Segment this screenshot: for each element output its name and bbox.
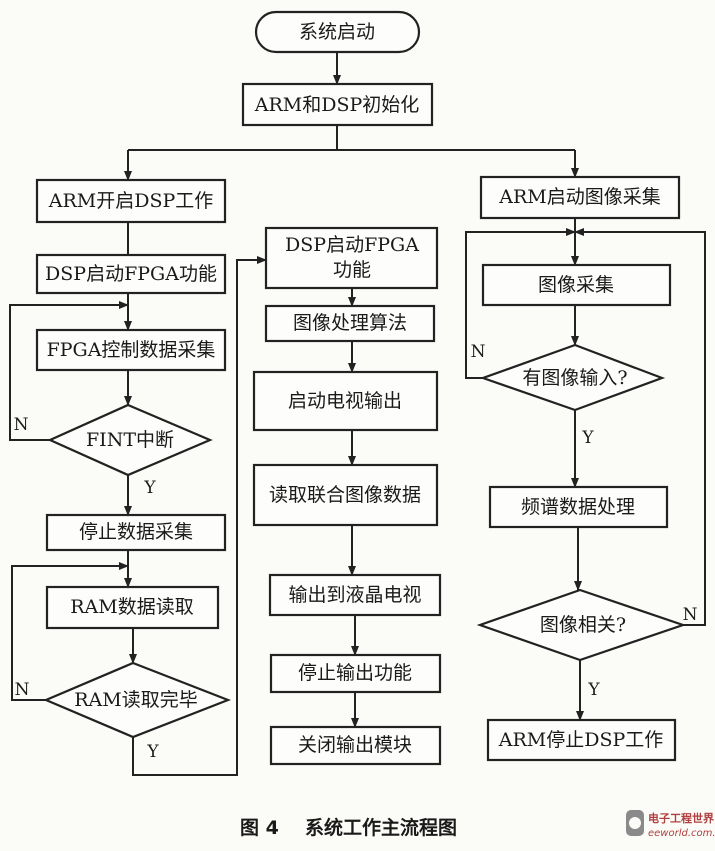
svg-text:ARM停止DSP工作: ARM停止DSP工作	[498, 729, 664, 751]
ram-done-decision: RAM读取完毕	[43, 661, 232, 739]
svg-text:电子工程世界: 电子工程世界	[648, 811, 714, 825]
dsp-start-fpga-mid-box: DSP启动FPGA 功能	[264, 226, 439, 290]
stop-acquisition-box: 停止数据采集	[45, 513, 227, 552]
svg-text:有图像输入?: 有图像输入?	[522, 367, 627, 389]
corr-no-label: N	[683, 605, 698, 625]
image-input-decision: 有图像输入?	[479, 343, 666, 412]
init-label: ARM和DSP初始化	[254, 94, 420, 116]
output-lcd-box: 输出到液晶电视	[268, 573, 442, 617]
svg-text:FINT中断: FINT中断	[86, 429, 174, 451]
connectors	[9, 52, 706, 776]
svg-text:停止数据采集: 停止数据采集	[79, 521, 193, 543]
svg-text:读取联合图像数据: 读取联合图像数据	[269, 484, 421, 506]
close-output-box: 关闭输出模块	[269, 725, 442, 766]
svg-text:功能: 功能	[333, 259, 371, 281]
read-joint-image-box: 读取联合图像数据	[252, 463, 439, 527]
svg-text:ARM启动图像采集: ARM启动图像采集	[498, 186, 660, 208]
svg-text:输出到液晶电视: 输出到液晶电视	[288, 584, 421, 606]
ram-no-label: N	[15, 680, 30, 700]
stop-output-box: 停止输出功能	[269, 653, 442, 694]
svg-text:停止输出功能: 停止输出功能	[298, 662, 412, 684]
start-terminal: 系统启动	[254, 10, 421, 54]
arm-start-dsp-box: ARM开启DSP工作	[35, 178, 227, 224]
fpga-control-box: FPGA控制数据采集	[35, 328, 227, 372]
image-acquisition-box: 图像采集	[481, 263, 672, 307]
svg-text:频谱数据处理: 频谱数据处理	[521, 496, 635, 518]
svg-text:图像相关?: 图像相关?	[540, 614, 626, 636]
tv-output-box: 启动电视输出	[252, 370, 439, 432]
caption-title: 系统工作主流程图	[305, 816, 457, 839]
svg-text:图像采集: 图像采集	[538, 274, 614, 296]
input-no-label: N	[471, 342, 486, 362]
image-correlation-decision: 图像相关?	[476, 588, 687, 662]
start-label: 系统启动	[299, 21, 375, 43]
svg-text:RAM读取完毕: RAM读取完毕	[74, 689, 197, 711]
ram-yes-label: Y	[146, 742, 159, 762]
svg-text:RAM数据读取: RAM数据读取	[70, 596, 193, 618]
fint-decision: FINT中断	[47, 403, 213, 477]
fint-no-label: N	[14, 415, 29, 435]
input-yes-label: Y	[581, 428, 594, 448]
figure-caption: 图 4 系统工作主流程图	[240, 816, 457, 839]
caption-figure-number: 图 4	[240, 817, 279, 839]
svg-text:关闭输出模块: 关闭输出模块	[298, 734, 412, 756]
ram-read-box: RAM数据读取	[45, 585, 220, 630]
spectrum-processing-box: 频谱数据处理	[488, 485, 669, 529]
eeworld-watermark-logo: 电子工程世界 eeworld.com.cn	[626, 810, 715, 839]
image-processing-box: 图像处理算法	[264, 304, 436, 343]
svg-text:启动电视输出: 启动电视输出	[288, 390, 402, 412]
svg-text:eeworld.com.cn: eeworld.com.cn	[648, 828, 715, 839]
corr-yes-label: Y	[587, 680, 600, 700]
init-box: ARM和DSP初始化	[241, 82, 434, 127]
svg-text:DSP启动FPGA功能: DSP启动FPGA功能	[45, 263, 217, 285]
svg-text:FPGA控制数据采集: FPGA控制数据采集	[47, 339, 216, 361]
arm-stop-dsp-box: ARM停止DSP工作	[486, 718, 677, 762]
dsp-start-fpga-left-box: DSP启动FPGA功能	[35, 253, 227, 295]
svg-text:DSP启动FPGA: DSP启动FPGA	[285, 234, 419, 256]
svg-text:图像处理算法: 图像处理算法	[293, 312, 407, 334]
fint-yes-label: Y	[143, 478, 156, 498]
arm-start-image-box: ARM启动图像采集	[479, 175, 681, 220]
svg-text:ARM开启DSP工作: ARM开启DSP工作	[48, 190, 214, 212]
